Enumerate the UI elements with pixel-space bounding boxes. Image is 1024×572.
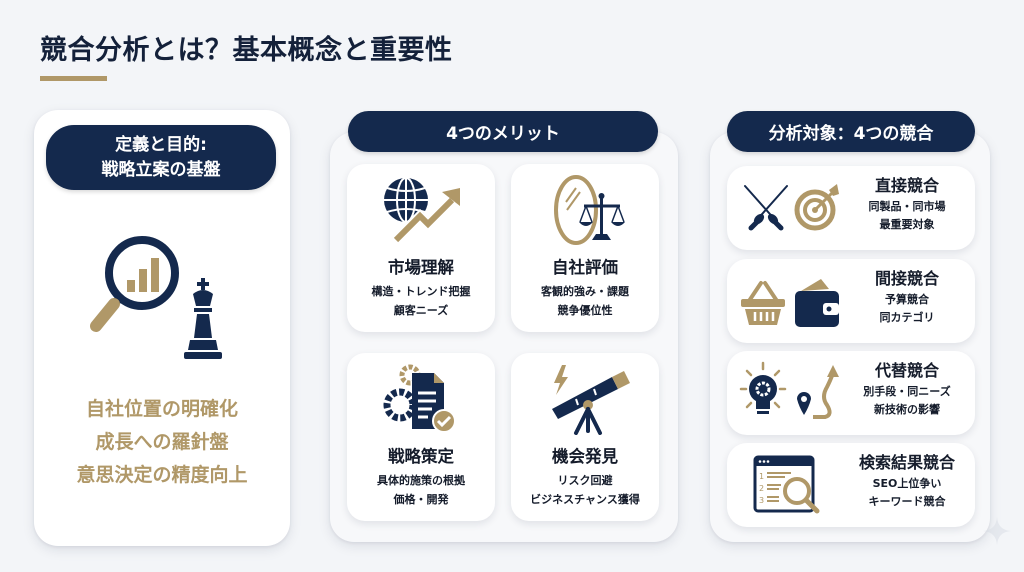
sparkle-icon (983, 517, 1011, 545)
merit-card-self-assessment: 自社評価 客観的強み・課題 競争優位性 (511, 164, 659, 332)
title-underline (40, 76, 107, 81)
lightbulb-gear-route-icon (739, 361, 839, 419)
crossed-swords-target-icon (744, 184, 839, 231)
merit-card-opportunity-discovery: 機会発見 リスク回避 ビジネスチャンス獲得 (511, 353, 659, 521)
target-title: 間接競合 (874, 269, 939, 288)
definition-points: 自社位置の明確化 成長への羅針盤 意思決定の精度向上 (34, 393, 290, 492)
merit-card-strategy-planning: 戦略策定 具体的施策の根拠 価格・開発 (347, 353, 495, 521)
telescope-lightning-icon (552, 365, 630, 435)
target-card-indirect: 間接競合 予算競合 同カテゴリ (727, 259, 975, 343)
target-title: 直接競合 (874, 176, 939, 195)
merit-line: ビジネスチャンス獲得 (530, 493, 640, 506)
merit-line: 競争優位性 (557, 304, 613, 317)
basket-wallet-icon (741, 279, 839, 327)
target-line: 同カテゴリ (879, 311, 935, 324)
definition-point: 自社位置の明確化 (85, 398, 238, 420)
merit-line: 具体的施策の根拠 (377, 474, 465, 487)
merits-heading: 4つのメリット (348, 111, 658, 152)
search-results-magnifier-icon: 1 2 3 (753, 455, 820, 514)
merit-line: 顧客ニーズ (393, 304, 449, 317)
target-line: キーワード競合 (868, 495, 946, 508)
target-text: 検索結果競合 SEO上位争い キーワード競合 (839, 451, 975, 511)
gear-document-check-icon (383, 364, 456, 433)
target-text: 代替競合 別手段・同ニーズ 新技術の影響 (839, 359, 975, 419)
merit-title: 自社評価 (552, 258, 618, 277)
merit-description: 客観的強み・課題 競争優位性 (511, 282, 659, 320)
svg-text:2: 2 (759, 484, 764, 493)
definition-heading-line2: 戦略立案の基盤 (101, 159, 221, 180)
target-line: 別手段・同ニーズ (863, 385, 951, 398)
svg-text:1: 1 (759, 472, 764, 481)
merit-title: 機会発見 (552, 447, 618, 466)
definition-point: 成長への羅針盤 (95, 431, 229, 453)
page-title: 競合分析とは？基本概念と重要性 (40, 35, 453, 66)
merit-line: 価格・開発 (393, 493, 449, 506)
target-line: SEO上位争い (872, 477, 942, 490)
magnifier-chart-chess-king-icon (90, 236, 222, 359)
target-card-search-results: 1 2 3 検索結果競合 SEO上位争い キーワード競合 (727, 443, 975, 527)
definition-heading-line1: 定義と目的: (115, 134, 207, 155)
target-card-substitute: 代替競合 別手段・同ニーズ 新技術の影響 (727, 351, 975, 435)
target-line: 予算競合 (885, 293, 929, 306)
merit-title: 市場理解 (388, 258, 454, 277)
target-text: 間接競合 予算競合 同カテゴリ (839, 267, 975, 327)
target-title: 検索結果競合 (858, 453, 955, 472)
definition-point: 意思決定の精度向上 (76, 464, 248, 486)
merit-title: 戦略策定 (388, 447, 454, 466)
merit-description: 具体的施策の根拠 価格・開発 (347, 471, 495, 509)
merit-line: リスク回避 (557, 474, 613, 487)
mirror-scales-icon (554, 175, 625, 245)
definition-heading: 定義と目的: 戦略立案の基盤 (46, 125, 276, 190)
merit-line: 客観的強み・課題 (541, 285, 629, 298)
targets-heading: 分析対象：4つの競合 (727, 111, 975, 152)
merit-description: 構造・トレンド把握 顧客ニーズ (347, 282, 495, 320)
target-line: 新技術の影響 (874, 403, 940, 416)
merit-line: 構造・トレンド把握 (371, 285, 471, 298)
target-title: 代替競合 (874, 361, 939, 380)
target-text: 直接競合 同製品・同市場 最重要対象 (839, 174, 975, 234)
svg-text:3: 3 (759, 496, 764, 505)
merit-card-market-understanding: 市場理解 構造・トレンド把握 顧客ニーズ (347, 164, 495, 332)
globe-growth-arrow-icon (384, 177, 460, 244)
target-line: 同製品・同市場 (868, 200, 946, 213)
target-line: 最重要対象 (879, 218, 935, 231)
merit-description: リスク回避 ビジネスチャンス獲得 (511, 471, 659, 509)
target-card-direct: 直接競合 同製品・同市場 最重要対象 (727, 166, 975, 250)
